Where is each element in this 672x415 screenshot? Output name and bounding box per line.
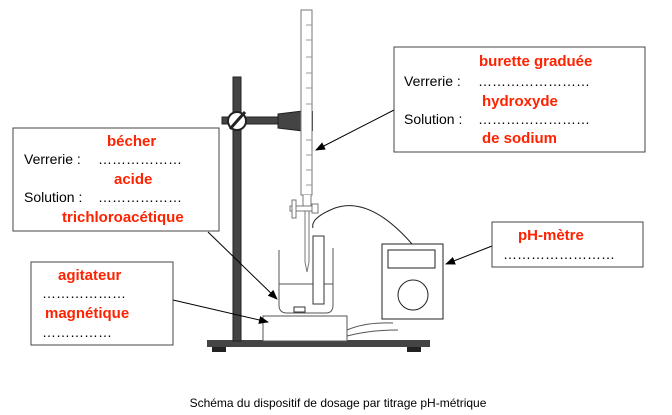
svg-text:……………………: ……………………: [478, 73, 590, 89]
svg-text:Verrerie :: Verrerie :: [24, 151, 81, 167]
becher-label-box: bécher Verrerie : ……………… acide Solution …: [12, 127, 220, 232]
svg-text:……………………: ……………………: [503, 246, 615, 262]
stir-bar: [293, 306, 306, 313]
svg-text:magnétique: magnétique: [45, 305, 129, 322]
ph-meter-knob: [397, 279, 429, 311]
svg-text:……………………: ……………………: [478, 111, 590, 127]
burette: [289, 9, 319, 273]
ph-meter-display: [387, 249, 436, 269]
burette-label-box: burette graduée Verrerie : …………………… hydr…: [393, 46, 646, 153]
caption: Schéma du dispositif de dosage par titra…: [190, 396, 487, 410]
electrode-cable: [312, 205, 413, 245]
arrow-agitateur: [172, 299, 269, 324]
arrow-becher: [207, 231, 278, 300]
magnetic-stirrer: [262, 315, 348, 342]
svg-text:……………: ……………: [42, 324, 112, 340]
ph-meter-label-box: pH-mètre ……………………: [491, 221, 644, 268]
svg-text:Verrerie :: Verrerie :: [404, 73, 461, 89]
svg-text:Solution :: Solution :: [24, 189, 82, 205]
ph-meter: [381, 243, 444, 320]
ph-meter-answer: pH-mètre: [518, 227, 584, 244]
agitateur-answer: agitateur: [58, 267, 122, 284]
svg-text:de sodium: de sodium: [482, 130, 557, 147]
svg-text:trichloroacétique: trichloroacétique: [62, 209, 184, 226]
beaker: [278, 235, 334, 314]
arrow-ph-meter: [445, 245, 493, 265]
electrode: [312, 235, 325, 305]
becher-solution-answer: acide: [114, 171, 152, 188]
agitateur-label-box: agitateur ……………… magnétique ……………: [30, 261, 174, 346]
svg-text:………………: ………………: [98, 151, 182, 167]
svg-text:………………: ………………: [98, 189, 182, 205]
becher-verrerie-answer: bécher: [107, 133, 156, 150]
svg-text:………………: ………………: [42, 285, 126, 301]
burette-verrerie-answer: burette graduée: [479, 53, 592, 70]
arrow-burette: [315, 109, 395, 151]
burette-solution-answer: hydroxyde: [482, 93, 558, 110]
svg-text:Solution :: Solution :: [404, 111, 462, 127]
stirrer-cable: [346, 322, 399, 337]
